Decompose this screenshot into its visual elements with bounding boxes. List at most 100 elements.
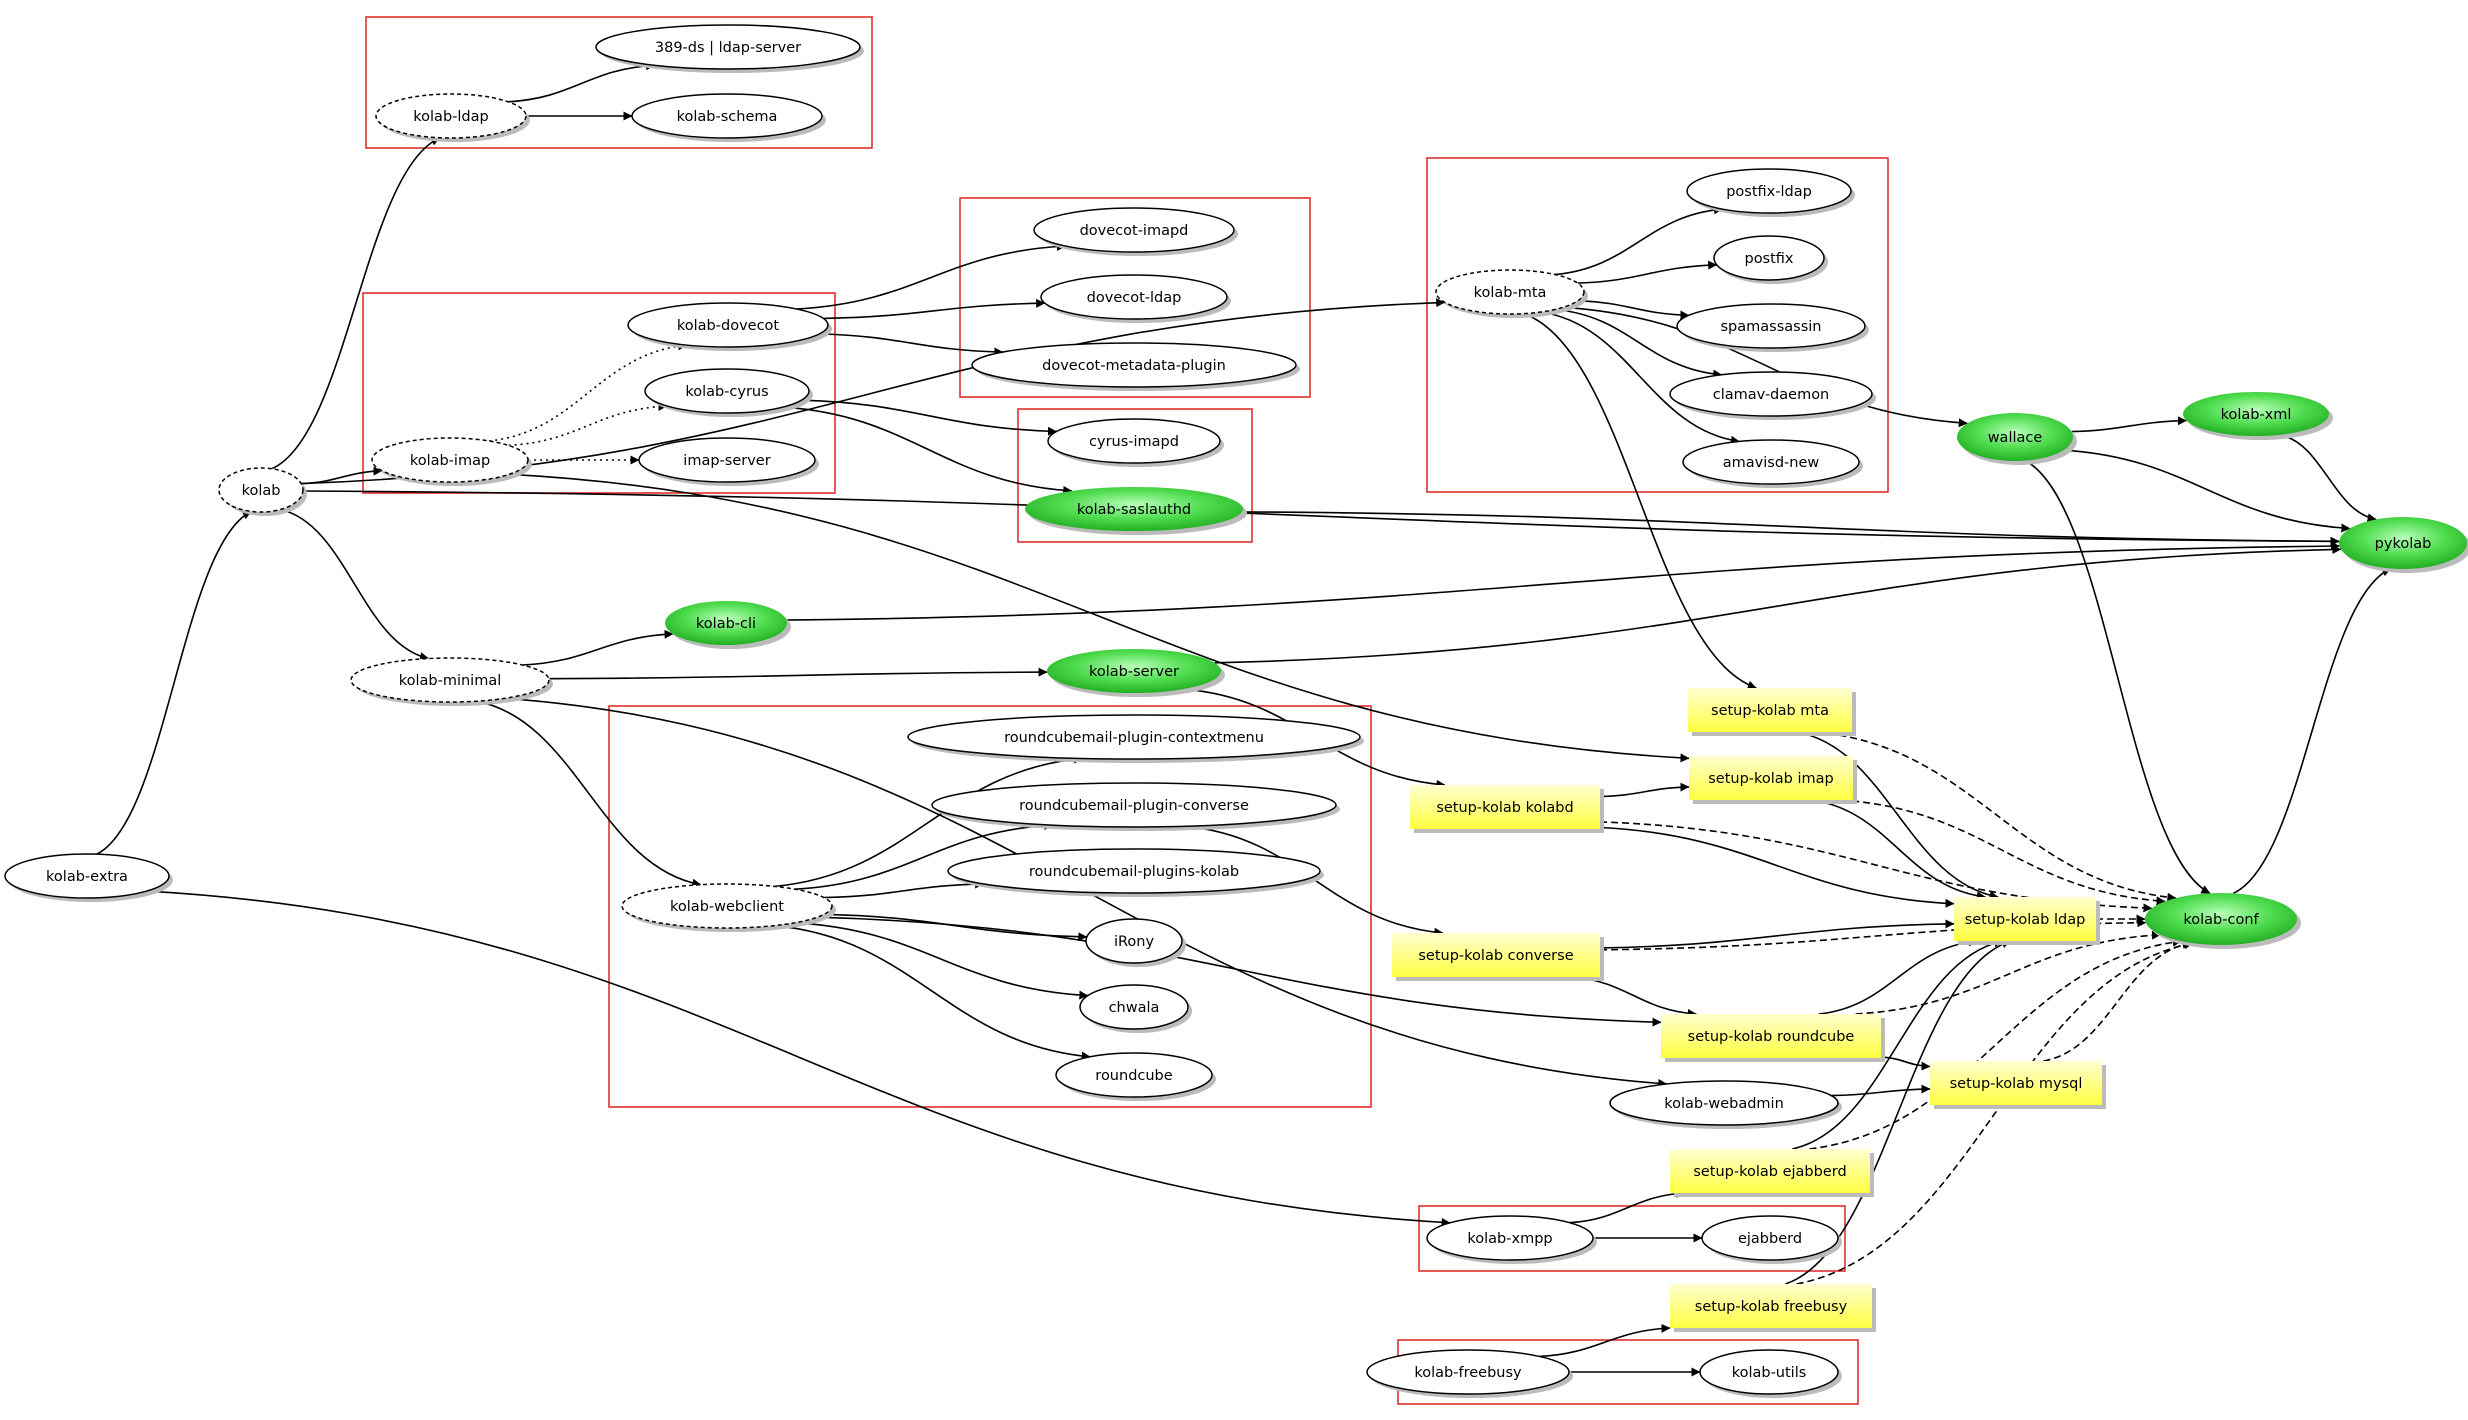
node-kolab-cli[interactable]: kolab-cli: [665, 601, 791, 649]
node-rc-contextmenu[interactable]: roundcubemail-plugin-contextmenu: [907, 714, 1364, 763]
node-irony[interactable]: iRony: [1085, 918, 1186, 967]
node-label: 389-ds | ldap-server: [655, 40, 801, 56]
node-spamassassin[interactable]: spamassassin: [1676, 303, 1869, 352]
node-label: kolab-cyrus: [685, 384, 768, 400]
edge-kolab-to-kolab-ldap: [271, 137, 441, 470]
edge-setup-kolabd-to-setup-imap: [1599, 782, 1690, 798]
node-clamav-daemon[interactable]: clamav-daemon: [1669, 371, 1876, 420]
node-pykolab[interactable]: pykolab: [2339, 517, 2468, 573]
edge-kolab-to-kolab-minimal: [280, 508, 430, 662]
node-label: amavisd-new: [1723, 455, 1820, 471]
node-setup-roundcube[interactable]: setup-kolab roundcube: [1661, 1014, 1885, 1062]
node-label: kolab-saslauthd: [1077, 502, 1191, 518]
edge-kolab-imap-to-kolab-dovecot: [489, 341, 688, 442]
node-kolab-xmpp[interactable]: kolab-xmpp: [1426, 1215, 1597, 1264]
node-dovecot-metadata-plugin[interactable]: dovecot-metadata-plugin: [971, 342, 1300, 391]
node-dovecot-imapd[interactable]: dovecot-imapd: [1033, 207, 1238, 256]
node-kolab-webadmin[interactable]: kolab-webadmin: [1609, 1080, 1842, 1129]
node-kolab-webclient[interactable]: kolab-webclient: [621, 883, 836, 932]
node-label: kolab-extra: [46, 869, 128, 885]
node-kolab-saslauthd[interactable]: kolab-saslauthd: [1025, 487, 1247, 535]
node-kolab-server[interactable]: kolab-server: [1047, 649, 1225, 697]
node-kolab-minimal[interactable]: kolab-minimal: [350, 657, 553, 706]
cyrus-cluster: [1017, 408, 1253, 543]
edge-kolab-mta-to-postfix-ldap: [1554, 205, 1723, 276]
node-389-ds[interactable]: 389-ds | ldap-server: [595, 24, 864, 73]
node-setup-converse[interactable]: setup-kolab converse: [1392, 933, 1604, 981]
node-label: kolab-webclient: [670, 899, 784, 915]
node-label: dovecot-ldap: [1087, 290, 1182, 306]
node-kolab-extra[interactable]: kolab-extra: [4, 853, 173, 902]
node-setup-imap[interactable]: setup-kolab imap: [1689, 756, 1857, 804]
node-kolab-freebusy[interactable]: kolab-freebusy: [1366, 1349, 1573, 1398]
node-setup-mta[interactable]: setup-kolab mta: [1688, 688, 1856, 736]
node-kolab-ldap[interactable]: kolab-ldap: [375, 93, 530, 142]
edge-kolab-minimal-to-kolab-server: [548, 667, 1048, 680]
edge-kolab-mta-to-postfix: [1577, 260, 1718, 284]
edge-kolab-mta-to-amavisd-new: [1540, 311, 1740, 445]
edge-kolab-webclient-to-rc-contextmenu: [774, 754, 1083, 888]
node-label: roundcubemail-plugins-kolab: [1029, 864, 1239, 880]
edge-kolab-dovecot-to-dovecot-imapd: [796, 241, 1066, 310]
edge-kolab-to-kolab-imap: [301, 466, 383, 485]
node-kolab[interactable]: kolab: [218, 467, 307, 516]
node-label: pykolab: [2375, 536, 2432, 552]
node-rc-kolab[interactable]: roundcubemail-plugins-kolab: [947, 848, 1324, 897]
node-label: setup-kolab converse: [1418, 948, 1573, 964]
node-cyrus-imapd[interactable]: cyrus-imapd: [1047, 418, 1224, 467]
edge-kolab-cyrus-to-kolab-saslauthd: [782, 406, 1073, 495]
edge-kolab-cli-to-pykolab: [786, 541, 2340, 621]
node-label: kolab-ldap: [413, 109, 488, 125]
edge-kolab-mta-to-setup-mta: [1523, 312, 1757, 690]
node-postfix[interactable]: postfix: [1713, 235, 1828, 284]
node-label: setup-kolab kolabd: [1436, 800, 1573, 816]
node-kolab-xml[interactable]: kolab-xml: [2183, 392, 2333, 440]
node-chwala[interactable]: chwala: [1079, 984, 1192, 1033]
edge-kolab-xml-to-pykolab: [2279, 434, 2377, 523]
edge-setup-mta-to-setup-ldap: [1796, 731, 1999, 900]
node-kolab-dovecot[interactable]: kolab-dovecot: [627, 302, 832, 351]
node-postfix-ldap[interactable]: postfix-ldap: [1686, 168, 1855, 217]
edge-kolab-freebusy-to-setup-freebusy: [1539, 1323, 1671, 1358]
edge-setup-converse-to-setup-ldap: [1599, 919, 1955, 949]
edge-kolab-ldap-to-389-ds: [508, 61, 656, 103]
dovecot-cluster: [959, 197, 1311, 398]
node-setup-mysql[interactable]: setup-kolab mysql: [1930, 1061, 2106, 1109]
node-dovecot-ldap[interactable]: dovecot-ldap: [1040, 274, 1231, 323]
node-setup-freebusy[interactable]: setup-kolab freebusy: [1670, 1284, 1876, 1332]
edge-setup-imap-to-kolab-conf: [1841, 799, 2166, 906]
node-label: roundcube: [1095, 1068, 1172, 1084]
edge-kolab-webclient-to-rc-converse: [794, 821, 1054, 890]
node-setup-kolabd[interactable]: setup-kolab kolabd: [1410, 785, 1604, 833]
node-setup-ejabberd[interactable]: setup-kolab ejabberd: [1670, 1149, 1874, 1197]
node-label: spamassassin: [1721, 319, 1822, 335]
node-imap-server[interactable]: imap-server: [638, 437, 819, 486]
node-label: dovecot-metadata-plugin: [1042, 358, 1226, 374]
node-wallace[interactable]: wallace: [1957, 413, 2077, 465]
node-ejabberd[interactable]: ejabberd: [1701, 1215, 1842, 1264]
edge-kolab-minimal-to-kolab-cli: [522, 629, 674, 666]
node-setup-ldap[interactable]: setup-kolab ldap: [1954, 897, 2100, 945]
node-kolab-utils[interactable]: kolab-utils: [1699, 1349, 1842, 1398]
edge-setup-imap-to-setup-ldap: [1810, 799, 1986, 901]
node-label: setup-kolab mysql: [1950, 1076, 2083, 1092]
edge-kolab-saslauthd-to-pykolab: [1242, 511, 2340, 546]
node-roundcube[interactable]: roundcube: [1055, 1052, 1216, 1101]
node-kolab-cyrus[interactable]: kolab-cyrus: [644, 368, 813, 417]
node-amavisd-new[interactable]: amavisd-new: [1682, 439, 1863, 488]
edge-kolab-dovecot-to-dovecot-metadata-plugin: [819, 333, 1004, 357]
node-kolab-conf[interactable]: kolab-conf: [2145, 893, 2301, 949]
webclient-cluster: [608, 705, 1372, 1108]
node-kolab-schema[interactable]: kolab-schema: [631, 93, 826, 142]
node-rc-converse[interactable]: roundcubemail-plugin-converse: [931, 782, 1340, 831]
edge-kolab-cyrus-to-cyrus-imapd: [801, 399, 1057, 436]
node-label: kolab-xmpp: [1467, 1231, 1552, 1247]
node-kolab-imap[interactable]: kolab-imap: [371, 437, 532, 486]
node-kolab-mta[interactable]: kolab-mta: [1435, 269, 1588, 318]
node-label: kolab-conf: [2183, 912, 2259, 928]
ldap-cluster: [365, 16, 873, 149]
edge-setup-roundcube-to-setup-ldap: [1818, 937, 1978, 1015]
node-label: kolab-cli: [696, 616, 756, 632]
node-label: chwala: [1109, 1000, 1160, 1016]
